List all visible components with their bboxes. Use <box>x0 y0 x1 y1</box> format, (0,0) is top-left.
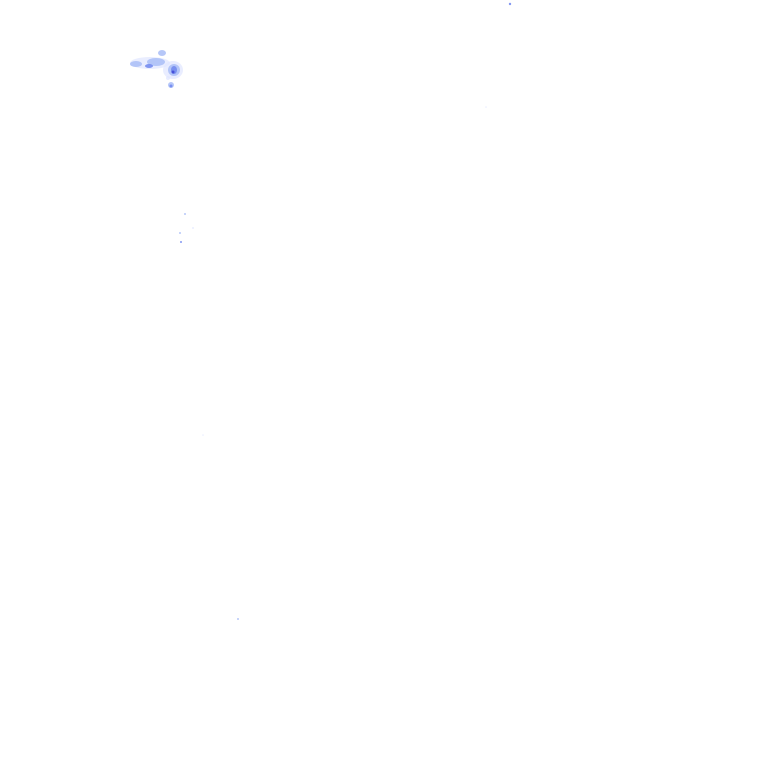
precipitation-blob <box>169 84 173 88</box>
precipitation-speck <box>508 2 512 6</box>
precipitation-speckles-west <box>179 213 194 243</box>
precipitation-blob <box>158 50 166 56</box>
precipitation-blob <box>147 58 165 66</box>
precipitation-blob <box>166 76 170 80</box>
precipitation-speck <box>180 241 182 243</box>
precipitation-blob <box>145 64 153 68</box>
precipitation-speck <box>202 434 204 436</box>
precipitation-speck <box>179 232 181 234</box>
precipitation-blob <box>130 61 142 67</box>
precipitation-speckles-misc <box>202 2 512 620</box>
precipitation-blob <box>171 70 175 74</box>
precipitation-cluster-northwest <box>130 50 183 88</box>
precipitation-speck <box>192 227 194 229</box>
precipitation-speck <box>237 618 239 620</box>
precipitation-speck <box>184 213 186 215</box>
precipitation-speck <box>485 106 487 108</box>
